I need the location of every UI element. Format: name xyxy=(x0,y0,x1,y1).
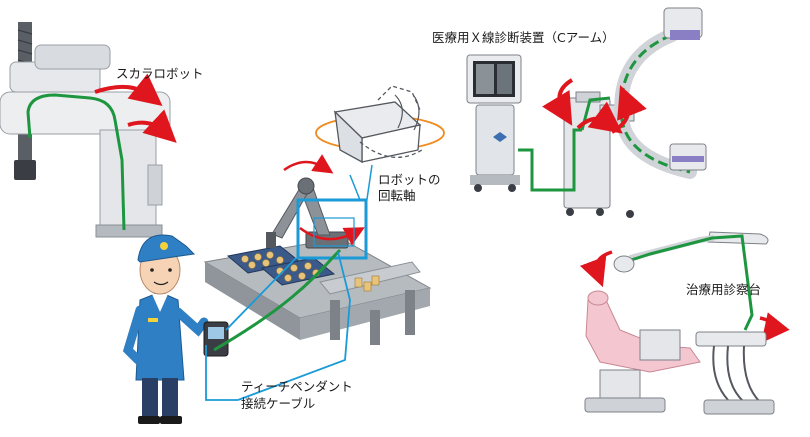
dental-lamp xyxy=(613,255,635,273)
robot-axis-detail xyxy=(315,85,445,164)
rotation-arrow-icon xyxy=(579,250,613,288)
teach-pendant-cable xyxy=(213,248,342,352)
cable-label-leader xyxy=(205,251,351,401)
scara-robot xyxy=(0,22,177,238)
dental-unit-label: 治療用診察台 xyxy=(686,282,762,297)
rotation-arrow-icon xyxy=(299,227,365,246)
dental-light-arm xyxy=(707,231,769,245)
rotation-arrow-icon xyxy=(759,312,790,343)
industrial-robot-cell xyxy=(203,154,432,345)
scara-base xyxy=(99,129,157,231)
chair-base xyxy=(599,369,641,401)
dental-cable xyxy=(624,234,754,331)
c-arm-xray xyxy=(466,7,707,218)
scara-robot-label: スカラロボット xyxy=(116,66,204,81)
robot-axis-label-line2: 回転軸 xyxy=(378,188,416,203)
cable-label-line1: ティーチペンダント xyxy=(241,379,353,394)
rotation-arrow-icon xyxy=(283,154,334,174)
instrument-tray xyxy=(695,331,767,347)
monitor-cart xyxy=(475,104,515,176)
rotation-arrow-icon xyxy=(127,109,177,143)
xray-label: 医療用Ｘ線診断装置（Cアーム） xyxy=(432,30,615,45)
rotation-arrow-icon xyxy=(542,78,574,126)
technician xyxy=(122,234,342,424)
rotation-arrow-icon xyxy=(610,85,647,134)
scara-cable xyxy=(26,93,126,231)
xray-cable xyxy=(518,128,582,192)
rotation-arrow-icon xyxy=(94,73,163,106)
dental-unit xyxy=(579,231,790,415)
robot-axis-label-line1: ロボットの xyxy=(378,172,441,187)
cable-label-line2: 接続ケーブル xyxy=(241,396,316,411)
rotation-arrow-icon xyxy=(576,101,623,134)
